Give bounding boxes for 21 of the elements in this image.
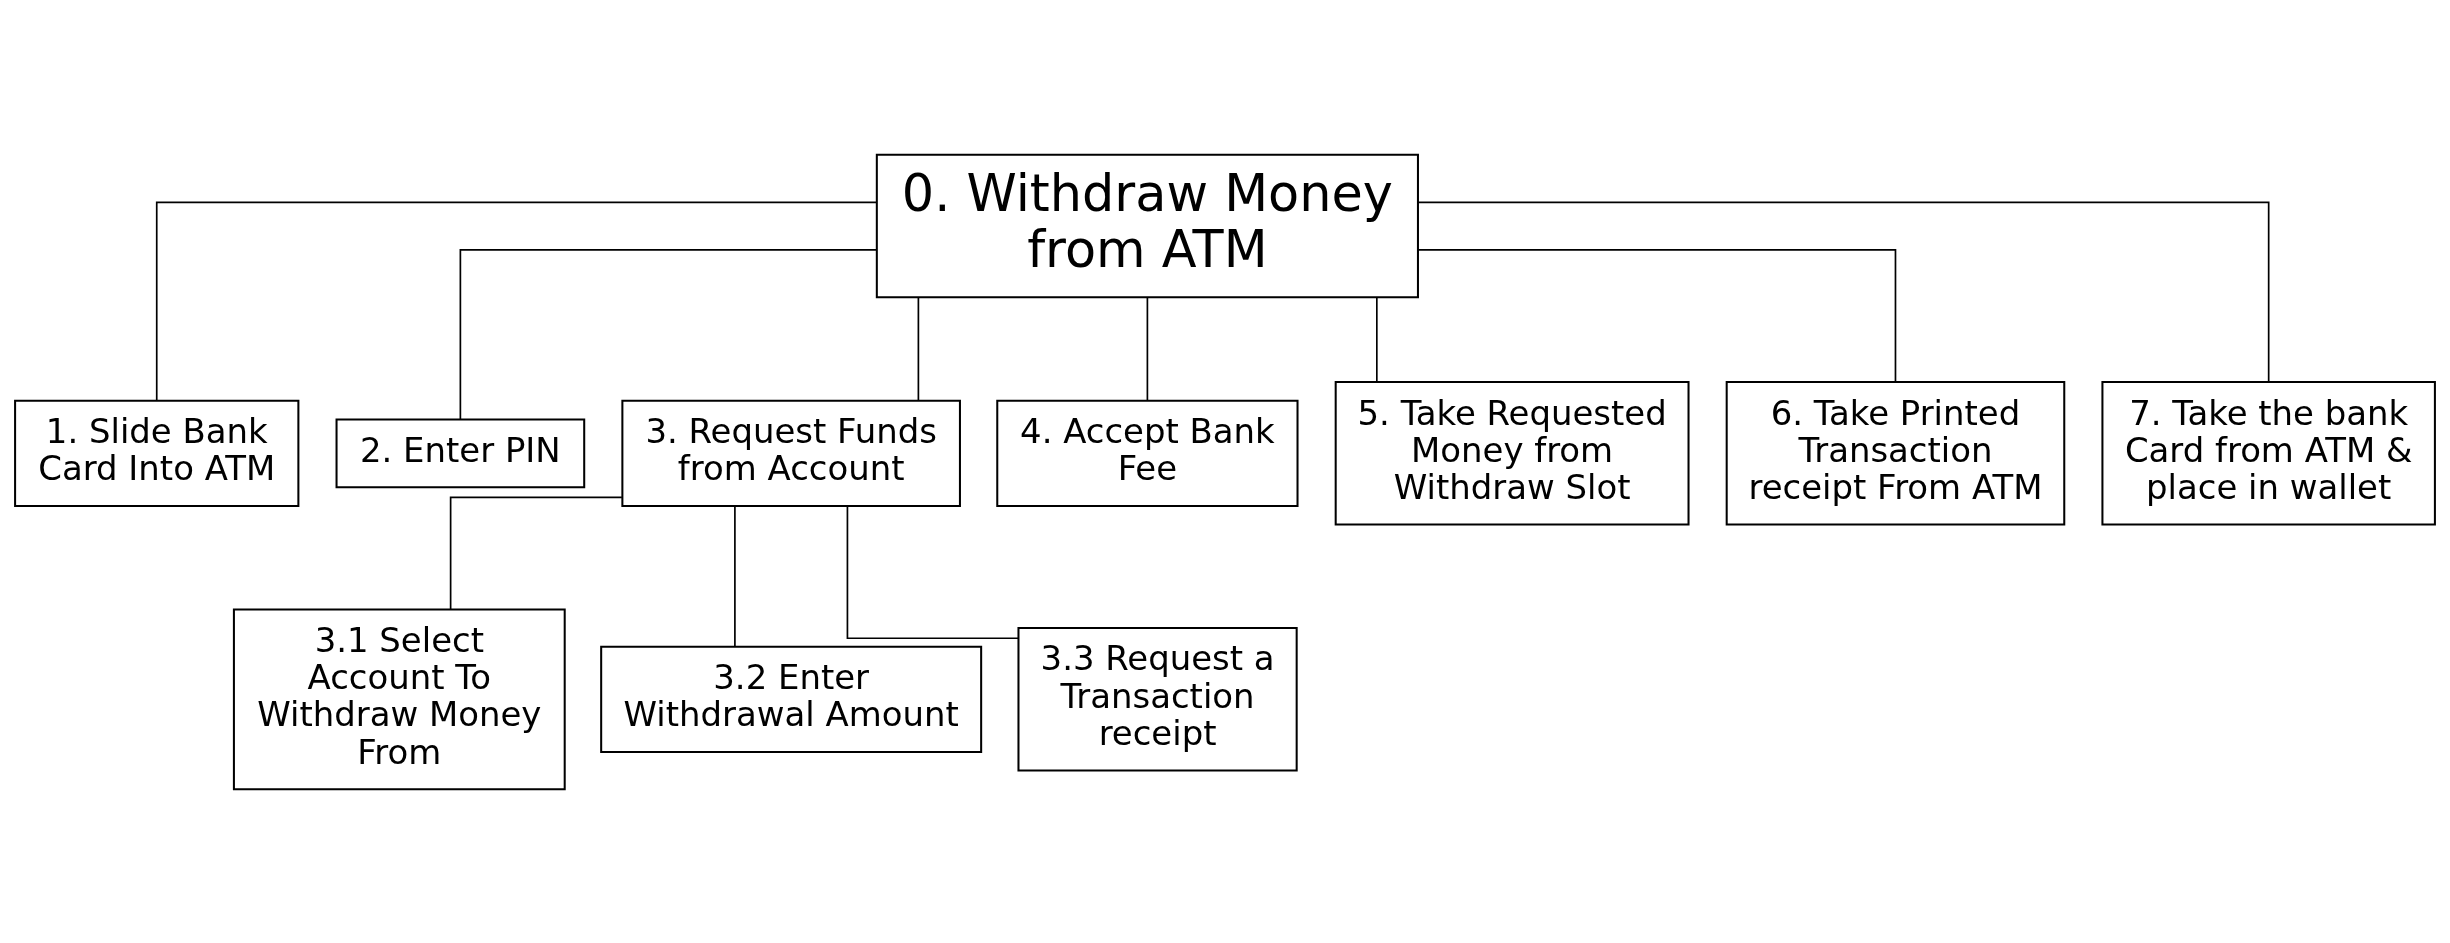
connector <box>734 504 736 647</box>
node-box: 3.2 Enter Withdrawal Amount <box>600 645 983 753</box>
node-box: 0. Withdraw Money from ATM <box>875 153 1419 298</box>
node-box: 2. Enter PIN <box>335 417 586 488</box>
connector <box>917 295 920 401</box>
node-box: 3.3 Request a Transaction receipt <box>1017 626 1298 772</box>
connector <box>449 496 623 610</box>
node-box: 4. Accept Bank Fee <box>996 399 1299 507</box>
node-box: 3.1 Select Account To Withdraw Money From <box>232 607 566 790</box>
node-box: 7. Take the bank Card from ATM & place in wallet <box>2101 380 2436 526</box>
connector <box>459 248 878 420</box>
connector <box>846 504 1020 639</box>
connector <box>1146 295 1149 401</box>
node-box: 5. Take Requested Money from Withdraw Slot <box>1334 380 1690 526</box>
connector <box>1417 248 1897 382</box>
connector <box>155 200 878 402</box>
node-box: 6. Take Printed Transaction receipt From ATM <box>1725 380 2066 526</box>
connector <box>1375 295 1378 382</box>
connector <box>1417 200 2270 383</box>
node-box: 3. Request Funds from Account <box>621 399 961 507</box>
node-box: 1. Slide Bank Card Into ATM <box>14 399 300 507</box>
